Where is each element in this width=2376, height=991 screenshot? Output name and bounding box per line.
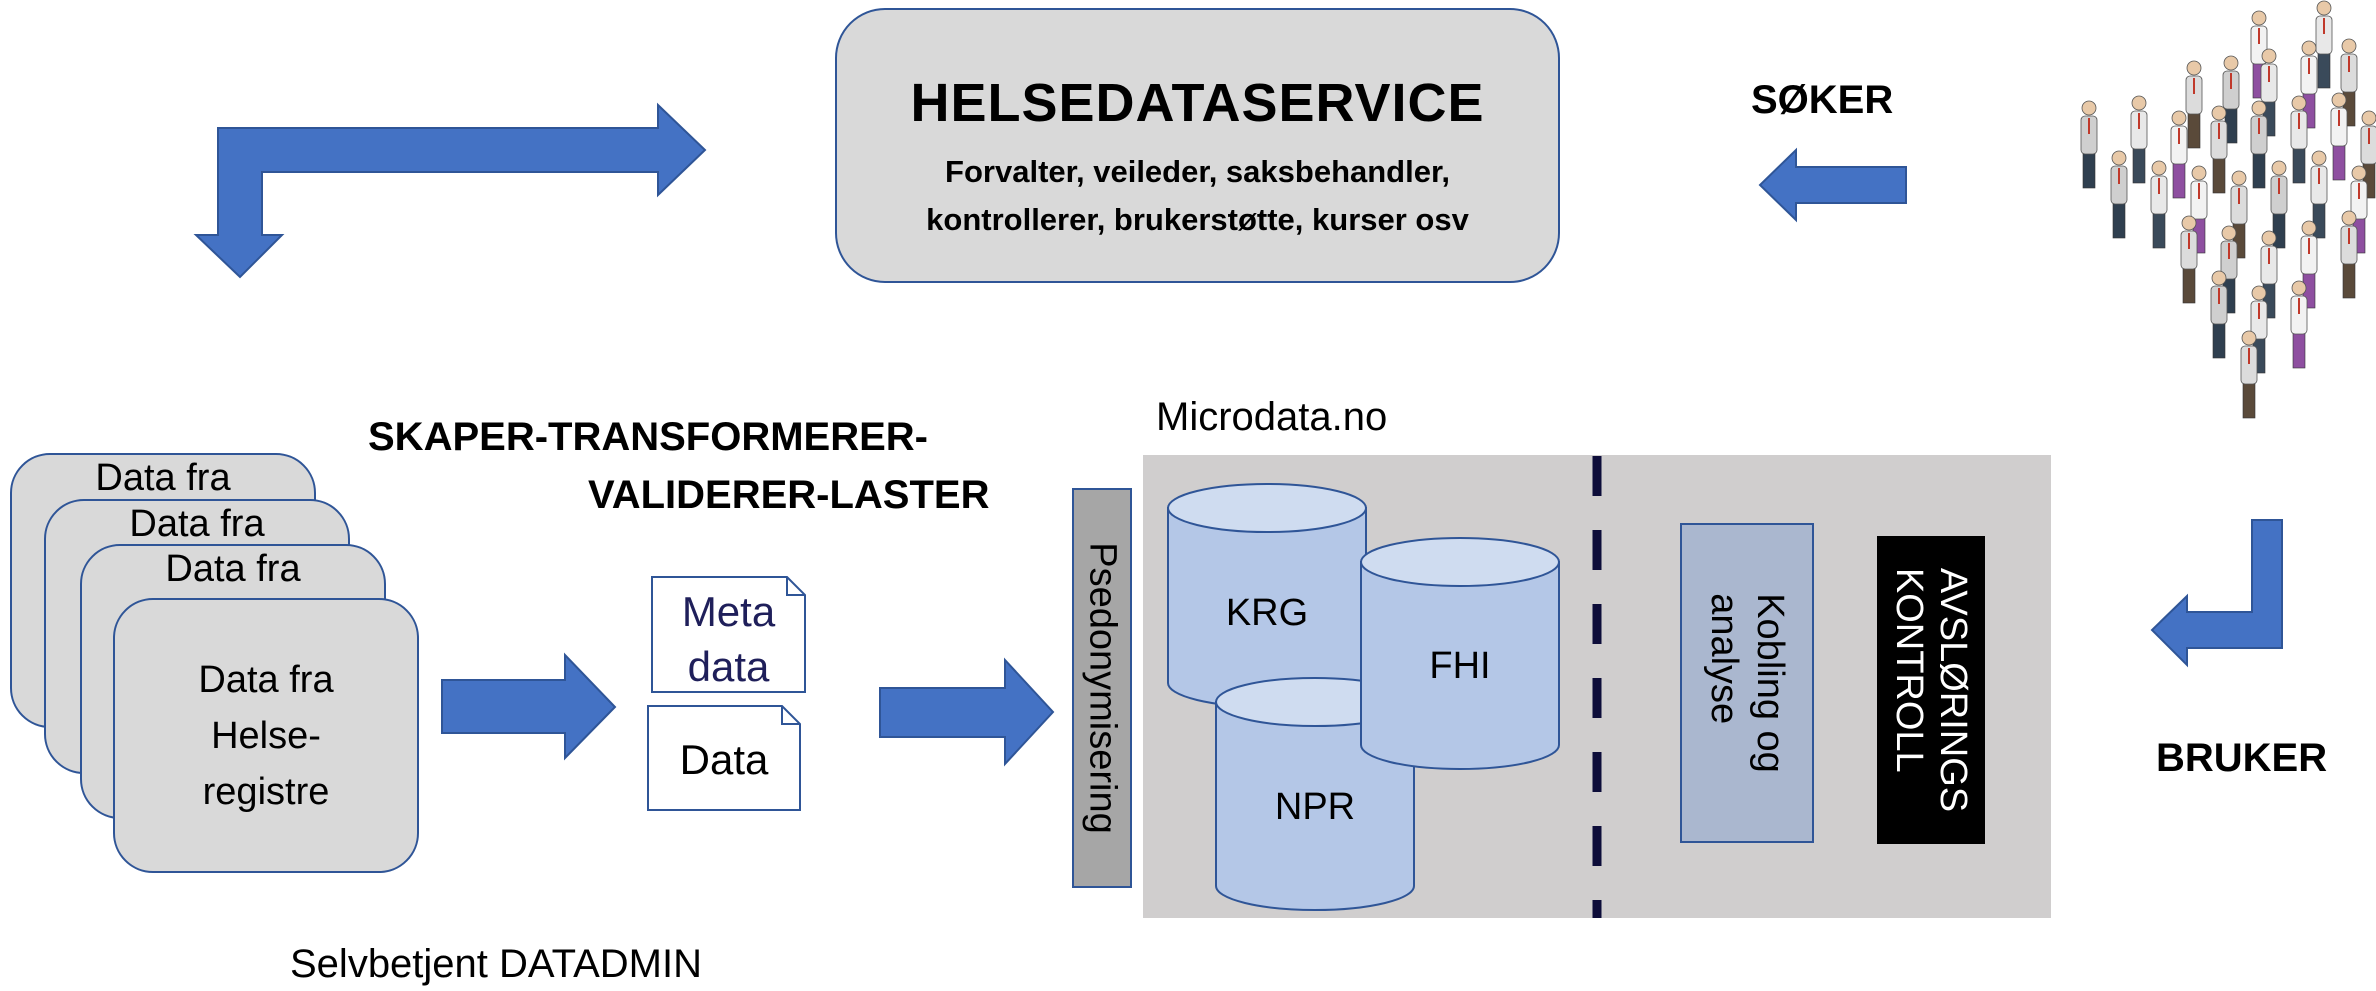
pipeline-label-line1: SKAPER-TRANSFORMERER- [368, 415, 928, 459]
pipeline-label-line2: VALIDERER-LASTER [588, 473, 990, 517]
person-figure [2170, 110, 2188, 199]
person-figure [2250, 100, 2268, 189]
person-figure [2210, 270, 2228, 359]
metadata-doc-line1: Meta [681, 588, 776, 635]
person-figure [2290, 280, 2308, 369]
krg-cylinder [1167, 483, 1367, 708]
krg-label: KRG [1225, 592, 1309, 634]
avsloringskontroll-box: AVSLØRINGS KONTROLL [1877, 536, 1985, 844]
kobling-analyse-label: Kobling og analyse [1701, 593, 1793, 773]
metadata-doc-label: Meta data [652, 584, 805, 694]
person-figure [2315, 0, 2333, 89]
person-figure [2210, 105, 2228, 194]
helsedataservice-subtitle-line1: Forvalter, veileder, saksbehandler, [945, 154, 1450, 189]
helsedataservice-box: HELSEDATASERVICE Forvalter, veileder, sa… [835, 8, 1560, 283]
data-card-front: Data fra Helse- registre [113, 598, 419, 873]
person-figure [2340, 38, 2358, 127]
metadata-document [651, 576, 806, 693]
person-figure [2220, 225, 2238, 314]
person-figure [2300, 220, 2318, 309]
bent-arrow-right-down [193, 102, 707, 279]
kontroll-line2: KONTROLL [1888, 567, 1930, 773]
crowd-of-people-icon [2080, 0, 2376, 419]
kobling-line2: analyse [1703, 593, 1745, 725]
helsedataservice-subtitle-line2: kontrollerer, brukerstøtte, kurser osv [926, 202, 1469, 237]
soker-label: SØKER [1751, 78, 1894, 122]
helsedataservice-subtitle: Forvalter, veileder, saksbehandler, kont… [837, 148, 1558, 244]
person-figure [2240, 330, 2258, 419]
data-doc-label: Data [679, 736, 769, 783]
data-card-back2-label: Data fra [129, 503, 265, 545]
footer-label: Selvbetjent DATADMIN [290, 942, 702, 986]
data-card-back1-label: Data fra [95, 457, 231, 499]
fhi-label: FHI [1429, 645, 1491, 687]
microdata-label: Microdata.no [1156, 395, 1388, 439]
person-figure [2185, 60, 2203, 149]
pseudonymisering-label: Psedonymisering [1081, 542, 1124, 834]
data-document [647, 705, 801, 811]
fhi-cylinder [1360, 537, 1560, 770]
data-card-front-line3: registre [202, 771, 330, 813]
arrow-to-pseudonymisering [879, 657, 1055, 767]
helsedataservice-title: HELSEDATASERVICE [910, 73, 1485, 133]
person-figure [2180, 215, 2198, 304]
avsloringskontroll-label: AVSLØRINGS KONTROLL [1887, 568, 1975, 812]
data-card-front-line2: Helse- [211, 715, 321, 757]
person-figure [2330, 92, 2348, 181]
person-figure [2080, 100, 2098, 189]
person-figure [2190, 165, 2208, 254]
person-figure [2290, 95, 2308, 184]
data-card-front-line1: Data fra [198, 659, 334, 701]
person-figure [2222, 55, 2240, 144]
npr-label: NPR [1274, 786, 1356, 828]
bruker-arrow-down-left [2150, 519, 2283, 668]
person-figure [2110, 150, 2128, 239]
metadata-doc-line2: data [687, 643, 770, 690]
person-figure [2340, 210, 2358, 299]
bruker-label: BRUKER [2156, 736, 2328, 780]
soker-arrow-left [1758, 147, 1907, 223]
person-figure [2130, 95, 2148, 184]
pseudonymisering-bar: Psedonymisering [1072, 488, 1132, 888]
data-card-back3-label: Data fra [165, 548, 301, 590]
kontroll-line1: AVSLØRINGS [1932, 567, 1974, 813]
arrow-to-docs [441, 652, 617, 761]
kobling-analyse-box: Kobling og analyse [1680, 523, 1814, 843]
kobling-line1: Kobling og [1749, 593, 1791, 773]
person-figure [2150, 160, 2168, 249]
